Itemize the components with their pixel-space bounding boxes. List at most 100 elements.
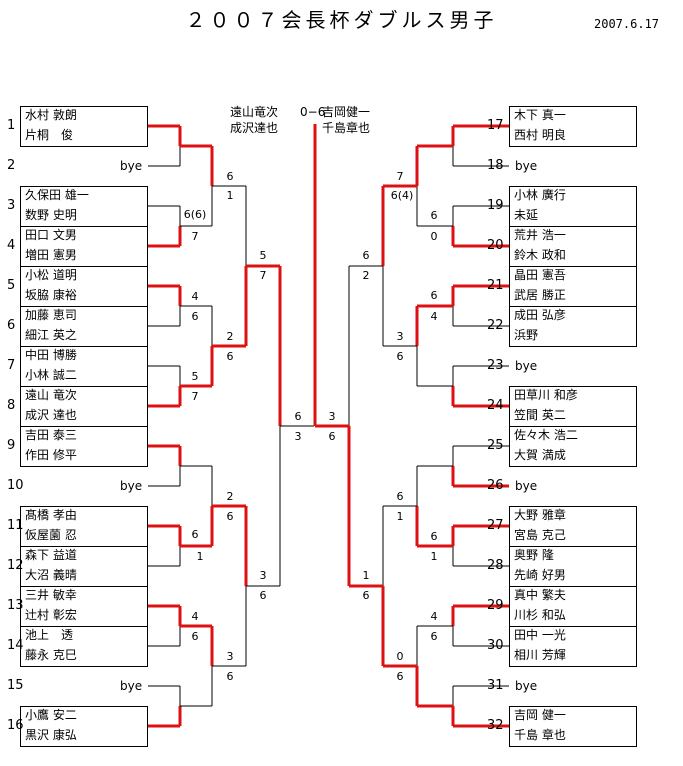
score-right-r1: 6 [430,289,438,302]
score-left-r1: 6 [191,310,199,323]
score-left-r1: 7 [191,390,199,403]
bye-label: bye [515,479,538,493]
player-name: 大野 雅章 [514,508,566,522]
player-name: 藤永 克巳 [25,648,77,662]
entry-seed: 23 [487,358,504,373]
player-name: 細江 英之 [25,328,77,342]
score-right-r2: 6 [396,490,404,503]
score-left-r4: 6 [294,410,302,423]
entry-seed: 9 [7,438,16,453]
score-left-r2: 2 [226,330,234,343]
entry-seed: 20 [487,238,504,253]
score-right-r1: 6 [430,630,438,643]
entry-seed: 22 [487,318,504,333]
entry-seed: 17 [487,118,504,133]
entry-seed: 28 [487,558,504,573]
entry-box [20,346,148,387]
final-left-name-1: 遠山竜次 [230,105,279,119]
entry-box [20,386,148,427]
player-name: 晶田 憲吾 [514,268,566,282]
score-right-r1: 0 [430,230,438,243]
player-name: 作田 修平 [25,448,77,462]
bye-label: bye [120,159,143,173]
score-right-r2: 3 [396,330,404,343]
entry-box [20,106,148,147]
score-right-r3: 6 [362,249,370,262]
score-right-r4: 3 [328,410,336,423]
entry-box [20,426,148,467]
score-left-r3: 7 [259,269,267,282]
player-name: 浜野 [514,328,539,342]
player-name: 片桐 俊 [25,128,74,142]
entry-seed: 7 [7,358,16,373]
player-name: 小林 廣行 [514,188,566,202]
entry-seed: 3 [7,198,16,213]
entry-box [509,546,637,587]
player-name: 佐々木 浩二 [514,428,578,442]
player-name: 森下 益道 [25,548,77,562]
score-right-r3: 1 [362,569,370,582]
score-right-r2: 1 [396,510,404,523]
bye-label: bye [120,479,143,493]
score-right-r1: 1 [430,550,438,563]
score-right-r2: 7 [396,170,404,183]
entry-box [509,306,637,347]
entry-seed: 31 [487,678,504,693]
player-name: 大賀 満成 [514,448,566,462]
player-name: 相川 芳輝 [514,648,566,662]
player-name: 木下 真一 [514,108,566,122]
entry-box [20,266,148,307]
entry-seed: 19 [487,198,504,213]
entry-box [20,706,148,747]
entry-seed: 27 [487,518,504,533]
score-right-r1: 4 [430,310,438,323]
entry-box [20,626,148,667]
player-name: 吉岡 健一 [514,708,566,722]
player-name: 西村 明良 [514,128,566,142]
score-left-r1: 4 [191,610,199,623]
player-name: 髙橋 孝由 [25,508,77,522]
player-name: 千島 章也 [514,728,566,742]
player-name: 辻村 彰宏 [25,608,77,622]
score-right-r2: 0 [396,650,404,663]
entry-box [20,306,148,347]
score-left-r3: 5 [259,249,267,262]
entry-seed: 15 [7,678,24,693]
entry-seed: 13 [7,598,24,613]
event-date: 2007.6.17 [594,17,660,31]
entry-seed: 10 [7,478,24,493]
entry-seed: 4 [7,238,16,253]
entry-box [20,546,148,587]
score-right-r3: 6 [362,589,370,602]
bye-label: bye [120,679,143,693]
score-left-r2: 6 [226,510,234,523]
score-left-r1: 4 [191,290,199,303]
bye-label: bye [515,159,538,173]
entry-box [509,386,637,427]
player-name: 坂脇 康裕 [25,288,77,302]
player-name: 池上 透 [25,628,74,642]
entry-seed: 14 [7,638,24,653]
player-name: 遠山 竜次 [25,388,77,402]
player-name: 真中 繁夫 [514,588,566,602]
final-score: 0−6 [300,105,326,119]
player-name: 奥野 隆 [514,548,554,562]
player-name: 成沢 達也 [25,408,77,422]
entry-seed: 30 [487,638,504,653]
entry-seed: 32 [487,718,504,733]
entry-seed: 25 [487,438,504,453]
score-right-r1: 4 [430,610,438,623]
entry-box [509,266,637,307]
score-right-r2: 6 [396,670,404,683]
entry-box [20,586,148,627]
score-left-r1: 7 [191,230,199,243]
bye-label: bye [515,359,538,373]
player-name: 荒井 浩一 [514,228,566,242]
score-left-r3: 6 [259,589,267,602]
player-name: 大沼 義晴 [25,568,77,582]
score-right-r2: 6(4) [390,189,414,202]
entry-seed: 5 [7,278,16,293]
entry-seed: 24 [487,398,504,413]
entry-seed: 11 [7,518,24,533]
